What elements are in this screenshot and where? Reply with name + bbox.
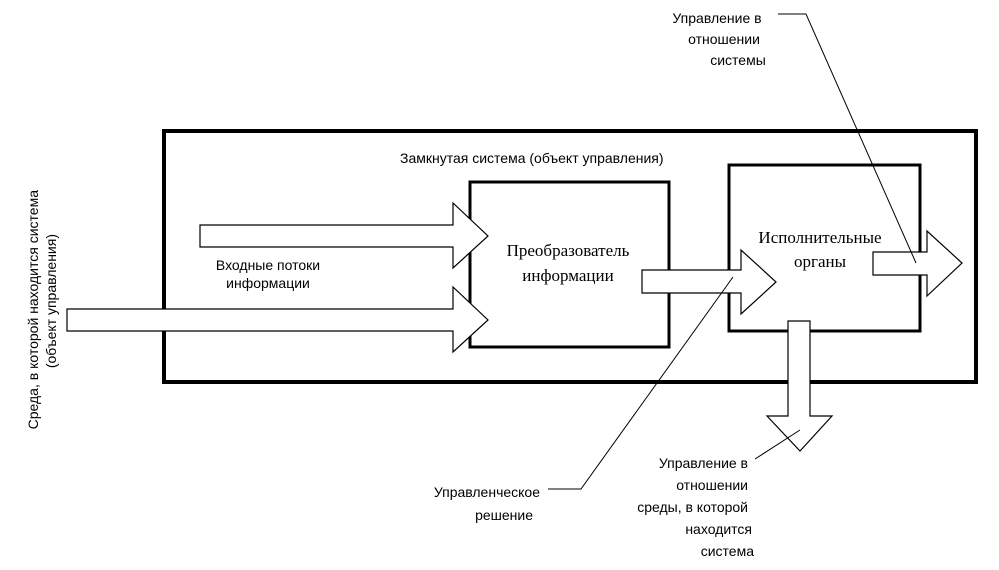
actuators-label-line1: Исполнительные [758,228,881,247]
input-flows-label-line1: Входные потоки [216,257,320,273]
closed-system-label: Замкнутая система (объект управления) [400,150,664,166]
actuators-label-line2: органы [794,252,847,271]
control-system-label-line3: системы [710,52,766,68]
control-system-label-line1: Управление в [672,10,761,26]
input-arrow-upper [199,201,489,270]
leader-control-system [778,13,917,264]
information-converter-box [468,180,671,349]
output-arrow-environment [765,320,834,452]
control-system-label-line2: отношении [688,31,760,47]
output-arrow-system [872,229,963,298]
control-environment-label-line1: Управление в [659,455,748,471]
control-environment-label-line2: отношении [676,477,748,493]
control-environment-label-line5: система [701,543,754,559]
environment-label: Среда, в которой находится система (объе… [25,190,59,430]
decision-arrow [641,248,777,316]
actuators-box [727,163,922,333]
environment-label-line1: Среда, в которой находится система [25,190,41,430]
leader-control-environment [754,429,801,460]
leader-management-decision [548,276,734,490]
converter-label-line2: информации [522,266,613,285]
input-flows-label-line2: информации [226,275,310,291]
input-arrow-environment [66,285,489,354]
closed-system-boundary [162,129,978,384]
converter-label-line1: Преобразователь [507,241,630,260]
control-environment-label-line3: среды, в которой [637,499,748,515]
control-environment-label-line4: находится [685,521,752,537]
management-decision-label-line1: Управленческое [434,484,540,500]
environment-label-line2: (объект управления) [43,234,59,368]
management-decision-label-line2: решение [475,507,533,523]
